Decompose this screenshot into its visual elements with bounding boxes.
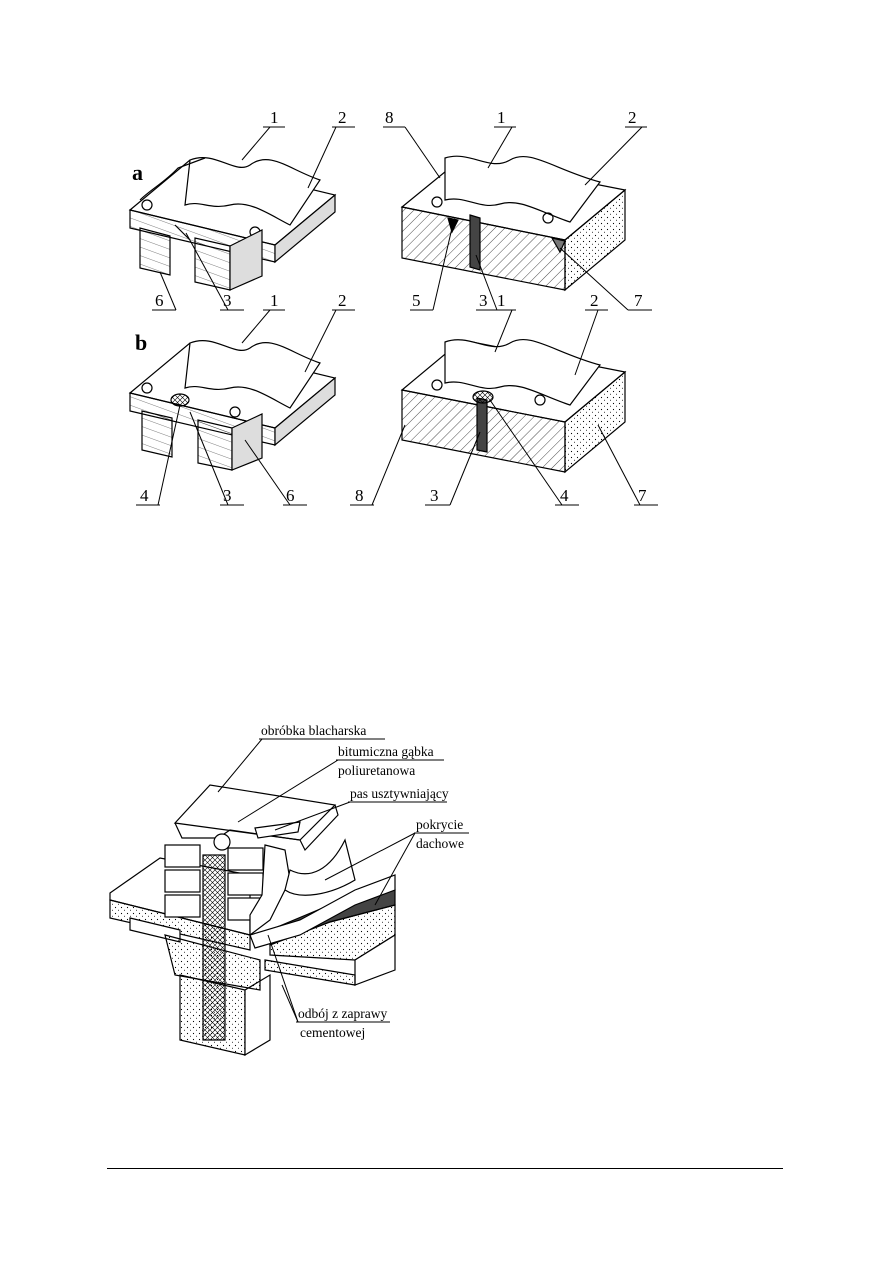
callouts-a-left bbox=[152, 126, 355, 311]
callout-a-right-2: 2 bbox=[628, 108, 637, 127]
label-mortar-line1: odbój z zaprawy bbox=[298, 1006, 387, 1021]
callout-a-left-1: 1 bbox=[270, 108, 279, 127]
callout-b-left-3: 3 bbox=[223, 486, 232, 505]
callouts-a-right bbox=[383, 126, 652, 311]
label-flashing: obróbka blacharska bbox=[261, 723, 366, 738]
label-roofing-line2: dachowe bbox=[416, 836, 464, 851]
panel-label-b: b bbox=[135, 330, 147, 355]
label-stiffening-strip: pas usztywniający bbox=[350, 786, 449, 801]
callout-a-right-1: 1 bbox=[497, 108, 506, 127]
leaders-roof-joint bbox=[217, 738, 469, 1023]
callouts-b-left bbox=[136, 309, 355, 506]
callout-b-left-1: 1 bbox=[270, 291, 279, 310]
callout-a-right-3: 3 bbox=[479, 291, 488, 310]
label-sponge-line1: bitumiczna gąbka bbox=[338, 744, 434, 759]
callout-a-left-2: 2 bbox=[338, 108, 347, 127]
drawing-b-right bbox=[400, 338, 627, 474]
label-sponge-line2: poliuretanowa bbox=[338, 763, 415, 778]
callout-b-left-6: 6 bbox=[286, 486, 295, 505]
callout-b-right-4: 4 bbox=[560, 486, 569, 505]
drawing-a-left bbox=[128, 157, 337, 291]
callout-a-right-5: 5 bbox=[412, 291, 421, 310]
panel-label-a: a bbox=[132, 160, 143, 185]
callout-b-right-1: 1 bbox=[497, 291, 506, 310]
callout-b-right-7: 7 bbox=[638, 486, 647, 505]
callout-b-right-3: 3 bbox=[430, 486, 439, 505]
callout-b-left-2: 2 bbox=[338, 291, 347, 310]
callout-a-left-6: 6 bbox=[155, 291, 164, 310]
callout-a-right-8: 8 bbox=[385, 108, 394, 127]
drawing-a-right bbox=[400, 155, 627, 292]
drawing-b-left bbox=[128, 340, 337, 471]
figure-2-roof-expansion-joint: obróbka blacharska bitumiczna gąbka poli… bbox=[109, 723, 469, 1057]
callout-b-right-8: 8 bbox=[355, 486, 364, 505]
label-mortar-line2: cementowej bbox=[300, 1025, 365, 1040]
callout-a-right-7: 7 bbox=[634, 291, 643, 310]
callout-b-right-2: 2 bbox=[590, 291, 599, 310]
callouts-b-right bbox=[350, 309, 658, 506]
callout-a-left-3: 3 bbox=[223, 291, 232, 310]
label-roofing-line1: pokrycie bbox=[416, 817, 463, 832]
drawing-roof-joint bbox=[109, 784, 396, 1057]
callout-b-left-4: 4 bbox=[140, 486, 149, 505]
figure-1-expansion-joints: a b 1 2 6 3 bbox=[128, 108, 658, 506]
footer-rule bbox=[107, 1168, 783, 1169]
